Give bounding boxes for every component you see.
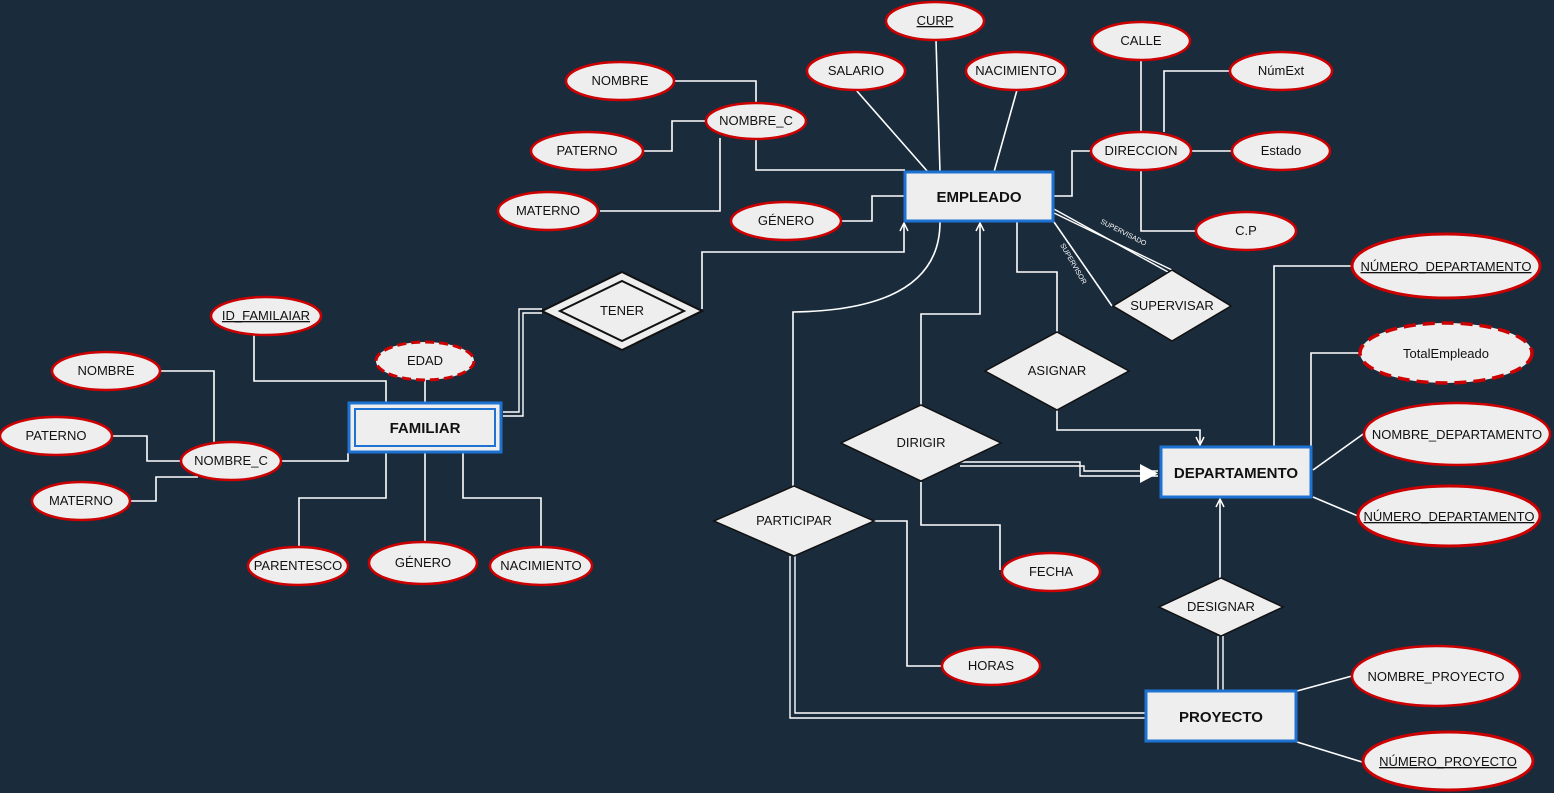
relationship-label: DESIGNAR <box>1187 599 1255 614</box>
attribute-label: SALARIO <box>828 63 884 78</box>
attribute-label: MATERNO <box>516 203 580 218</box>
attribute-label: NACIMIENTO <box>975 63 1056 78</box>
attribute-total-empleado[interactable]: TotalEmpleado <box>1358 321 1534 385</box>
relationship-dirigir[interactable]: DIRIGIR <box>839 404 1003 482</box>
attribute-estado[interactable]: Estado <box>1230 130 1332 172</box>
attribute-numero-proyecto[interactable]: NÚMERO_PROYECTO <box>1361 730 1535 792</box>
attribute-nombre-empleado[interactable]: NOMBRE <box>564 60 676 102</box>
relationship-designar[interactable]: DESIGNAR <box>1157 577 1285 637</box>
attribute-label: TotalEmpleado <box>1403 346 1489 361</box>
attribute-label: FECHA <box>1029 564 1073 579</box>
attribute-salario[interactable]: SALARIO <box>805 50 907 92</box>
relationship-label: SUPERVISAR <box>1130 298 1214 313</box>
attribute-parentesco[interactable]: PARENTESCO <box>246 545 350 587</box>
relationship-label: PARTICIPAR <box>756 513 832 528</box>
entity-proyecto[interactable]: PROYECTO <box>1144 689 1298 743</box>
attribute-label: NOMBRE_C <box>719 113 793 128</box>
attribute-id-familiar[interactable]: ID_FAMILAIAR <box>209 295 323 337</box>
attribute-label: NÚMERO_DEPARTAMENTO <box>1364 509 1535 524</box>
attribute-paterno-familiar[interactable]: PATERNO <box>0 415 114 457</box>
attribute-num-ext[interactable]: NúmExt <box>1228 50 1334 92</box>
attribute-nombre-departamento[interactable]: NOMBRE_DEPARTAMENTO <box>1362 401 1552 467</box>
attribute-label: ID_FAMILAIAR <box>222 308 310 323</box>
attribute-edad[interactable]: EDAD <box>374 340 476 382</box>
attribute-label: GÉNERO <box>758 213 814 228</box>
attribute-label: NOMBRE_PROYECTO <box>1367 669 1504 684</box>
attribute-label: PARENTESCO <box>254 558 343 573</box>
attribute-label: EDAD <box>407 353 443 368</box>
entity-departamento[interactable]: DEPARTAMENTO <box>1159 445 1313 499</box>
attribute-numero-departamento-1[interactable]: NÚMERO_DEPARTAMENTO <box>1350 232 1542 300</box>
attribute-fecha[interactable]: FECHA <box>1000 551 1102 593</box>
relationship-supervisar[interactable]: SUPERVISAR <box>1111 269 1233 342</box>
connector-lines <box>113 39 1367 763</box>
attribute-label: NOMBRE_DEPARTAMENTO <box>1372 427 1542 442</box>
attribute-nombre-c-familiar[interactable]: NOMBRE_C <box>179 440 283 482</box>
attribute-nacimiento[interactable]: NACIMIENTO <box>964 50 1068 92</box>
entity-label: PROYECTO <box>1179 709 1263 726</box>
attribute-label: NACIMIENTO <box>500 558 581 573</box>
entity-empleado[interactable]: EMPLEADO <box>903 170 1055 223</box>
attribute-cp[interactable]: C.P <box>1194 210 1298 252</box>
attribute-label: MATERNO <box>49 493 113 508</box>
attribute-label: PATERNO <box>557 143 618 158</box>
attribute-genero-empleado[interactable]: GÉNERO <box>729 200 843 242</box>
attribute-numero-departamento-2[interactable]: NÚMERO_DEPARTAMENTO <box>1356 484 1542 548</box>
attribute-materno-familiar[interactable]: MATERNO <box>30 480 132 522</box>
attribute-nombre-familiar[interactable]: NOMBRE <box>50 350 162 392</box>
relationship-tener[interactable]: TENER <box>539 270 705 352</box>
attribute-nombre-proyecto[interactable]: NOMBRE_PROYECTO <box>1350 644 1522 708</box>
attribute-horas[interactable]: HORAS <box>940 645 1042 687</box>
relationship-label: ASIGNAR <box>1028 363 1087 378</box>
attribute-nombre-c-empleado[interactable]: NOMBRE_C <box>704 101 808 141</box>
attribute-label: HORAS <box>968 658 1015 673</box>
attribute-label: C.P <box>1235 223 1257 238</box>
relationship-label: TENER <box>600 303 644 318</box>
attribute-calle[interactable]: CALLE <box>1090 20 1192 62</box>
attribute-label: NOMBRE <box>591 73 648 88</box>
attribute-direccion[interactable]: DIRECCION <box>1089 130 1193 172</box>
attribute-label: CALLE <box>1120 33 1162 48</box>
attribute-label: CURP <box>917 13 954 28</box>
attribute-label: NÚMERO_PROYECTO <box>1379 754 1517 769</box>
relationship-asignar[interactable]: ASIGNAR <box>983 331 1131 411</box>
entity-label: EMPLEADO <box>936 189 1021 206</box>
attribute-label: NúmExt <box>1258 63 1305 78</box>
attribute-paterno-empleado[interactable]: PATERNO <box>529 130 645 172</box>
attribute-label: PATERNO <box>26 428 87 443</box>
attribute-label: NOMBRE <box>77 363 134 378</box>
attribute-label: NOMBRE_C <box>194 453 268 468</box>
attribute-label: NÚMERO_DEPARTAMENTO <box>1361 259 1532 274</box>
attribute-nacimiento-familiar[interactable]: NACIMIENTO <box>488 545 594 587</box>
relationship-label: DIRIGIR <box>896 435 945 450</box>
entity-familiar[interactable]: FAMILIAR <box>347 401 503 454</box>
attribute-label: GÉNERO <box>395 555 451 570</box>
attribute-label: DIRECCION <box>1105 143 1178 158</box>
entity-label: FAMILIAR <box>390 420 461 437</box>
relationship-participar[interactable]: PARTICIPAR <box>712 485 876 557</box>
attribute-label: Estado <box>1261 143 1301 158</box>
entity-label: DEPARTAMENTO <box>1174 465 1299 482</box>
attribute-materno-empleado[interactable]: MATERNO <box>496 190 600 232</box>
attribute-curp[interactable]: CURP <box>884 0 986 42</box>
attribute-genero-familiar[interactable]: GÉNERO <box>367 540 479 586</box>
